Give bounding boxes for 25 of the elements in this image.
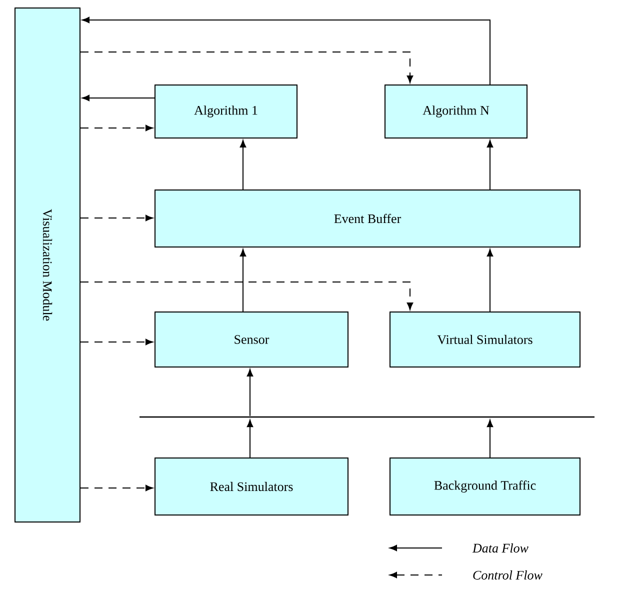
arrow — [82, 16, 490, 85]
process-box: Background Traffic — [390, 458, 580, 516]
arrow — [486, 420, 494, 458]
arrow — [240, 140, 246, 190]
arrow — [240, 249, 246, 312]
process-box: Algorithm N — [384, 84, 528, 138]
arrow — [82, 94, 155, 102]
arrow — [80, 214, 153, 222]
module-box: Visualization Module — [14, 8, 80, 522]
legend-label: Control Flow — [473, 570, 542, 580]
process-box: Event Buffer — [154, 190, 580, 248]
process-box: Real Simulators — [154, 458, 348, 516]
legend-label: Data Flow — [472, 543, 528, 553]
process-box: Virtual Simulators — [390, 312, 580, 368]
arrow — [246, 420, 254, 458]
arrow — [80, 124, 153, 132]
arrow — [80, 282, 414, 310]
arrow — [246, 369, 254, 416]
arrow — [486, 249, 494, 312]
arrow — [80, 484, 153, 492]
arrow — [80, 338, 153, 346]
process-box: Algorithm 1 — [154, 84, 298, 138]
arrow — [80, 52, 414, 83]
process-box: Sensor — [154, 312, 348, 368]
arrow — [486, 140, 494, 190]
